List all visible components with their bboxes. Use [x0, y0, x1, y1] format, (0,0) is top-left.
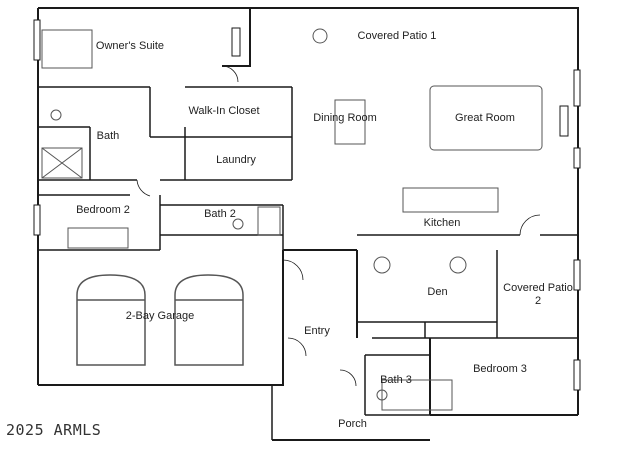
room-label-great-room: Great Room: [455, 112, 515, 124]
garage-cars: [76, 274, 244, 366]
room-label-laundry: Laundry: [216, 154, 256, 166]
room-label-dining-room: Dining Room: [313, 112, 377, 124]
room-label-owners-suite: Owner's Suite: [95, 40, 165, 52]
room-label-bedroom-3: Bedroom 3: [473, 363, 527, 375]
room-label-bath: Bath: [96, 130, 120, 142]
room-label-bath-2: Bath 2: [204, 208, 236, 220]
exterior-walls: [37, 7, 579, 441]
room-label-covered-patio-2: Covered Patio 2: [503, 282, 573, 307]
room-label-entry: Entry: [304, 325, 330, 337]
room-label-walk-in-closet: Walk-In Closet: [188, 105, 260, 117]
windows: [33, 19, 581, 391]
room-label-den: Den: [427, 286, 448, 298]
room-label-bedroom-2: Bedroom 2: [76, 204, 130, 216]
furniture: [41, 28, 543, 411]
room-label-two-bay-garage: 2-Bay Garage: [125, 310, 195, 322]
copyright-watermark: 2025 ARMLS: [6, 421, 102, 439]
room-label-bath-3: Bath 3: [380, 374, 412, 386]
room-label-covered-patio-1: Covered Patio 1: [357, 30, 437, 42]
room-label-kitchen: Kitchen: [423, 217, 461, 229]
room-label-porch: Porch: [338, 418, 367, 430]
door-swings: [136, 65, 541, 387]
